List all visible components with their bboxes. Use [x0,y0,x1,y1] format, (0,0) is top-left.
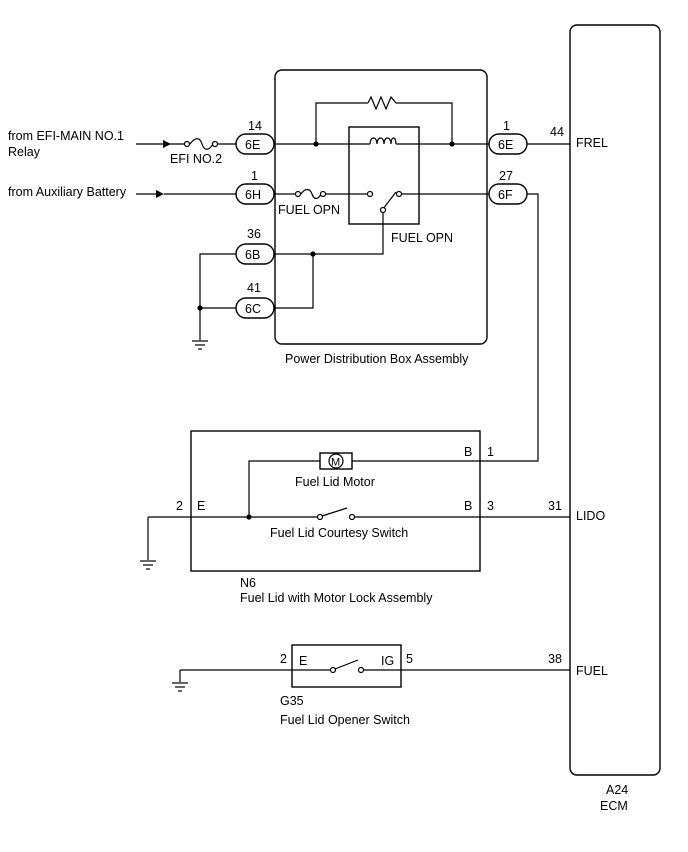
connector-6f: 6F [488,183,528,205]
ground-icon [192,340,208,350]
resistor-icon [367,95,397,111]
svg-text:6H: 6H [245,188,261,202]
arrow-aux-battery-icon [136,190,164,198]
ground-icon [172,682,188,692]
svg-text:6E: 6E [498,138,513,152]
connector-6e-right: 6E [488,133,528,155]
pdb-pin-1-6e: 1 [503,119,510,133]
pdb-pin-36: 36 [247,227,261,241]
g35-code: G35 [280,694,304,708]
fuel-opn-relay-box [348,126,420,225]
svg-text:6C: 6C [245,302,261,316]
n6-pin-3-label: B [464,499,472,513]
g35-box [291,644,402,688]
fuel-opn-fuse-icon [294,188,327,200]
ecm-name: ECM [600,799,628,813]
n6-name: Fuel Lid with Motor Lock Assembly [240,591,433,605]
source-efi-main-line2: Relay [8,145,41,159]
n6-pin-2: 2 [176,499,183,513]
n6-pin-3: 3 [487,499,494,513]
g35-pin-2-label: E [299,654,307,668]
ecm-terminal-fuel: FUEL [576,664,608,678]
fuel-lid-motor-label: Fuel Lid Motor [295,475,375,489]
motor-icon: M [319,452,353,470]
pdb-pin-1-6h: 1 [251,169,258,183]
ecm-terminal-lido: LIDO [576,509,605,523]
ecm-terminal-frel: FREL [576,136,608,150]
n6-pin-1: 1 [487,445,494,459]
svg-text:6B: 6B [245,248,260,262]
n6-box [190,430,481,572]
svg-text:M: M [331,457,340,469]
fuel-opn-relay-label: FUEL OPN [391,231,453,245]
source-aux-battery: from Auxiliary Battery [8,185,127,199]
svg-text:6F: 6F [498,188,513,202]
pdb-name: Power Distribution Box Assembly [285,352,469,366]
efi-no2-fuse-icon [183,138,219,150]
ecm-box [569,24,661,776]
connector-6h: 6H [235,183,275,205]
relay-coil-icon [369,137,397,145]
pdb-pin-41: 41 [247,281,261,295]
pdb-pin-27: 27 [499,169,513,183]
junction-dot [246,514,252,520]
n6-pin-2-label: E [197,499,205,513]
ecm-pin-38: 38 [548,652,562,666]
pdb-pin-14: 14 [248,119,262,133]
g35-pin-2: 2 [280,652,287,666]
pdb-box [274,69,488,345]
courtesy-switch-icon [316,507,356,521]
courtesy-switch-label: Fuel Lid Courtesy Switch [270,526,408,540]
connector-6c: 6C [235,297,275,319]
fuel-opn-fuse-label: FUEL OPN [278,203,340,217]
ecm-pin-31: 31 [548,499,562,513]
relay-switch-icon [366,190,403,214]
n6-code: N6 [240,576,256,590]
g35-name: Fuel Lid Opener Switch [280,713,410,727]
n6-pin-1-label: B [464,445,472,459]
junction-dot [197,305,203,311]
svg-text:6E: 6E [245,138,260,152]
connector-6b: 6B [235,243,275,265]
ecm-code: A24 [606,783,628,797]
efi-no2-label: EFI NO.2 [170,152,222,166]
g35-pin-5: 5 [406,652,413,666]
ground-icon [140,560,156,570]
opener-switch-icon [329,659,365,674]
ecm-pin-44: 44 [550,125,564,139]
g35-pin-5-label: IG [381,654,394,668]
connector-6e-left: 6E [235,133,275,155]
source-efi-main-line1: from EFI-MAIN NO.1 [8,129,124,143]
